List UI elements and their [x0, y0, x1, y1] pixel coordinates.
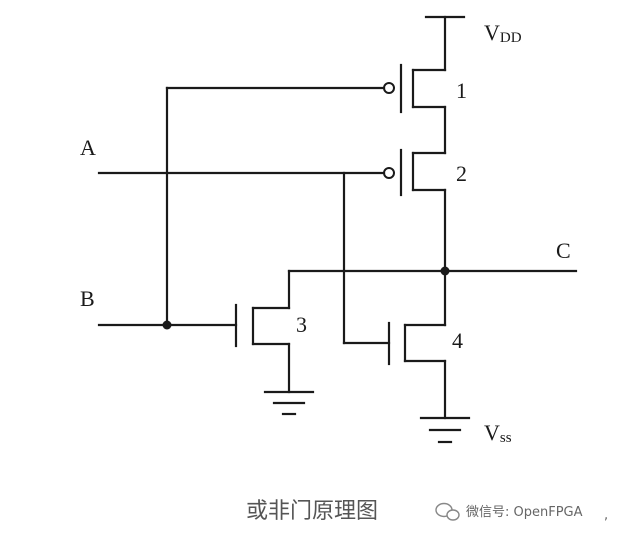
input-b-junction: [162, 320, 172, 330]
trailing-mark: ,: [604, 508, 608, 523]
transistor-1-label: 1: [456, 78, 467, 103]
output-junction: [440, 266, 450, 276]
pmos-transistor-2: 2: [97, 148, 467, 197]
ground-symbol-left: [263, 390, 315, 416]
pmos-2-gate-bubble: [383, 167, 395, 179]
vdd-label: VDD: [484, 20, 522, 46]
transistor-2-label: 2: [456, 161, 467, 186]
pmos-transistor-1: 1: [165, 63, 467, 114]
output-c-label: C: [556, 238, 571, 263]
nmos-transistor-3: 3: [234, 269, 307, 394]
input-b-label: B: [80, 286, 95, 311]
diagram-caption: 或非门原理图: [246, 499, 378, 524]
wechat-icon: [435, 502, 460, 521]
vss-ground: Vss: [419, 416, 512, 446]
transistor-4-label: 4: [452, 328, 463, 353]
watermark-text: 微信号: OpenFPGA: [466, 505, 583, 520]
nmos-transistor-4: 4: [387, 321, 463, 420]
pmos-1-gate-bubble: [383, 82, 395, 94]
input-a-label: A: [80, 135, 96, 160]
vss-label: Vss: [484, 420, 512, 446]
vdd-supply: VDD: [424, 15, 522, 72]
transistor-3-label: 3: [296, 312, 307, 337]
